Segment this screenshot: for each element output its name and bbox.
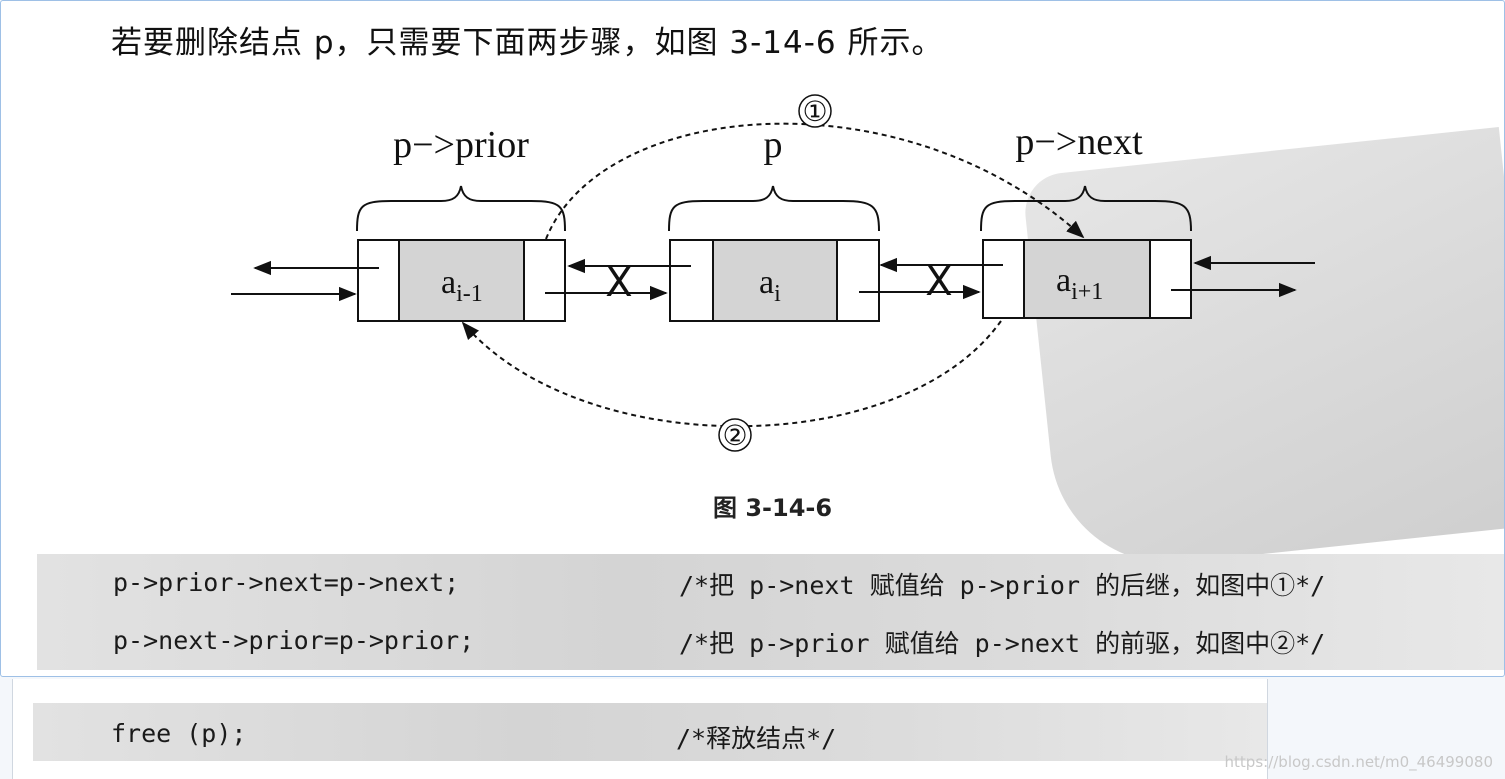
cross-mark-two: X bbox=[925, 259, 952, 305]
step-two-circle bbox=[718, 418, 752, 452]
code-statement-3: free (p); bbox=[111, 719, 247, 748]
code-comment-1: /*把 p->next 赋值给 p->prior 的后继，如图中①*/ bbox=[679, 571, 1326, 600]
code-comment-3: /*释放结点*/ bbox=[676, 724, 837, 753]
code-comment-2: /*把 p->prior 赋值给 p->next 的前驱，如图中②*/ bbox=[679, 629, 1326, 658]
node-prior: ai-1 bbox=[357, 239, 566, 322]
node-current: ai bbox=[669, 239, 880, 322]
dashed-arc-step-two bbox=[461, 320, 1002, 428]
code-statement-1: p->prior->next=p->next; bbox=[113, 568, 460, 597]
cross-mark-one: X bbox=[605, 260, 632, 306]
node-prior-value: ai-1 bbox=[441, 264, 483, 307]
step-one-circle bbox=[798, 94, 832, 128]
lower-page-panel: free (p); /*释放结点*/ bbox=[12, 679, 1268, 779]
source-credit: https://blog.csdn.net/m0_46499080 bbox=[1224, 753, 1493, 771]
node-next-value: ai+1 bbox=[1056, 262, 1103, 305]
heading-text: 若要删除结点 p，只需要下面两步骤，如图 3-14-6 所示。 bbox=[111, 25, 944, 61]
brace-prior bbox=[356, 185, 566, 232]
label-prior: p−>prior bbox=[393, 124, 529, 166]
linked-list-diagram: p−>prior p p−>next ① ② ai-1 ai ai+1 bbox=[231, 94, 1315, 452]
code-band-3 bbox=[33, 703, 1267, 761]
label-next: p−>next bbox=[1015, 121, 1143, 163]
dashed-arc-step-one bbox=[545, 122, 1085, 240]
node-next: ai+1 bbox=[982, 239, 1192, 319]
upper-page-panel: 若要删除结点 p，只需要下面两步骤，如图 3-14-6 所示。 p−>prior… bbox=[0, 0, 1505, 677]
step-one-label: ① bbox=[802, 95, 827, 128]
figure-caption: 图 3-14-6 bbox=[713, 494, 833, 522]
brace-next bbox=[980, 185, 1192, 232]
code-band-2 bbox=[37, 612, 1504, 670]
code-statement-2: p->next->prior=p->prior; bbox=[113, 626, 475, 655]
code-band-1 bbox=[37, 554, 1504, 612]
node-current-value: ai bbox=[759, 264, 781, 307]
brace-current bbox=[668, 185, 880, 232]
label-current: p bbox=[764, 124, 783, 166]
step-two-label: ② bbox=[722, 419, 747, 452]
